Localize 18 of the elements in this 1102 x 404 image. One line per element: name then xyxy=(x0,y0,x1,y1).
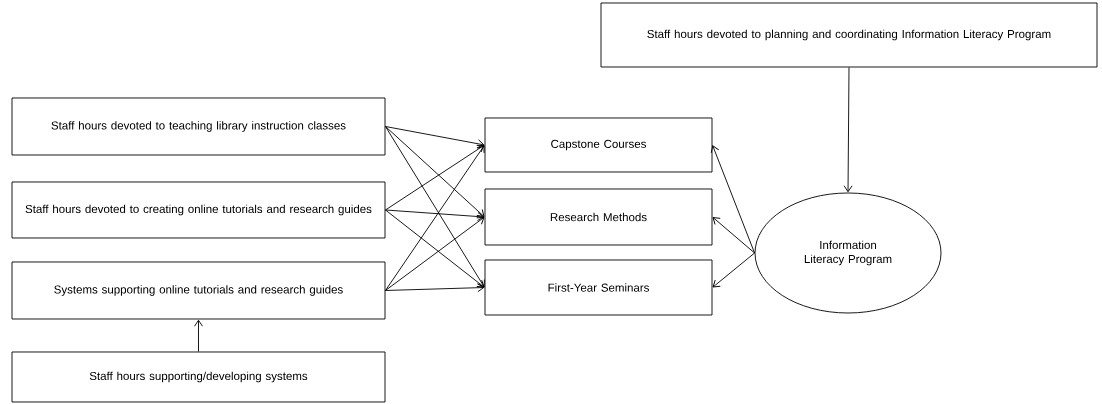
process-box: Staff hours devoted to creating online tutorials and research guides xyxy=(11,181,386,239)
arrow xyxy=(385,283,485,293)
arrow xyxy=(710,145,755,254)
process-box: Systems supporting online tutorials and research guides xyxy=(11,261,386,320)
arrow xyxy=(385,126,485,217)
process-box: Staff hours devoted to planning and coordinating Information Literacy Program xyxy=(600,2,1098,68)
arrow xyxy=(385,126,485,149)
process-box: Research Methods xyxy=(484,188,713,246)
process-box: Capstone Courses xyxy=(484,117,713,173)
arrow xyxy=(712,252,755,288)
arrow xyxy=(194,319,203,352)
process-box: Staff hours devoted to teaching library instruction classes xyxy=(11,97,386,156)
arrow xyxy=(843,67,853,193)
process-box: Staff hours supporting/developing systems xyxy=(11,351,386,403)
arrow xyxy=(712,217,755,254)
arrow xyxy=(385,209,485,221)
arrow xyxy=(385,144,485,211)
process-box: First-Year Seminars xyxy=(484,259,713,316)
